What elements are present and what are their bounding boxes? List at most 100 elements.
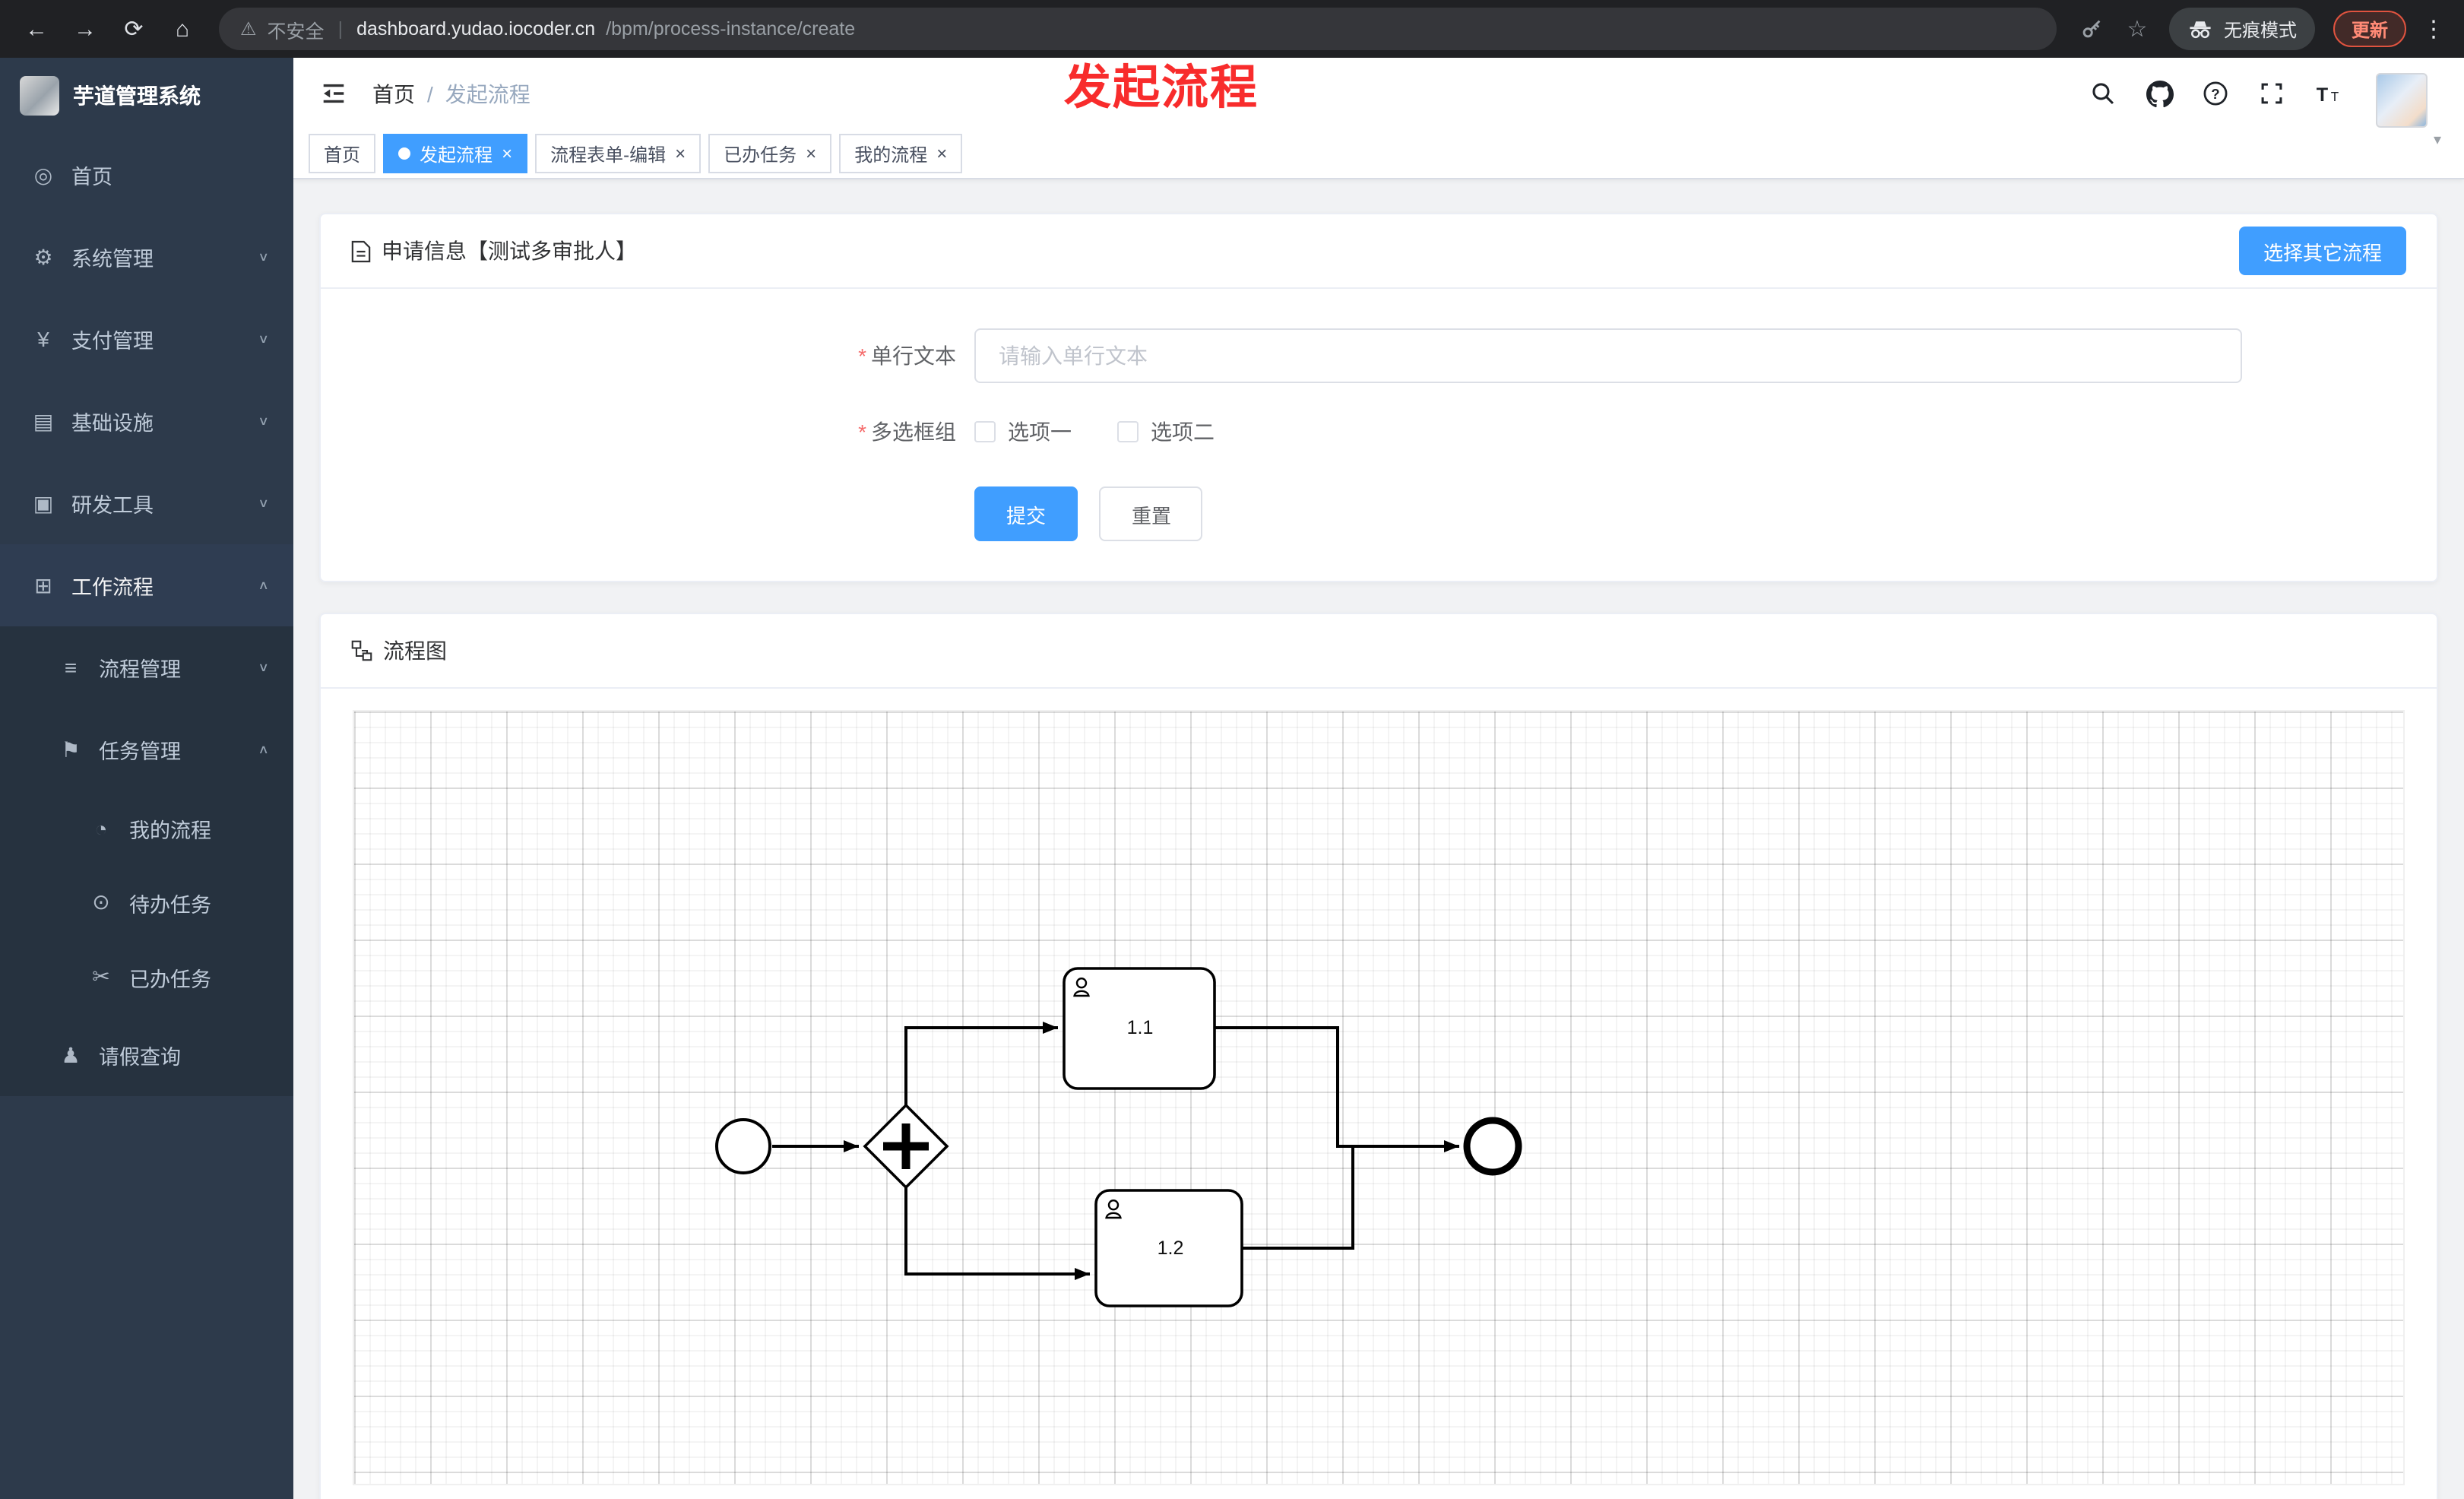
checkbox-icon[interactable]: [1117, 421, 1139, 442]
field-label-text: 多选框组: [871, 420, 956, 444]
tab-label: 我的流程: [854, 144, 928, 165]
single-line-text-row: *单行文本: [628, 328, 2242, 383]
browser-forward-icon[interactable]: →: [74, 16, 97, 42]
start-event-node[interactable]: [715, 1118, 771, 1174]
apply-card-title: 申请信息【测试多审批人】: [382, 239, 637, 263]
browser-back-icon[interactable]: ←: [25, 16, 48, 42]
gear-icon: ⚙: [33, 244, 53, 268]
tab-my-process[interactable]: 我的流程 ×: [839, 134, 963, 173]
sidebar-item-my-process[interactable]: ◔ 我的流程: [0, 791, 293, 865]
passwords-key-icon[interactable]: [2072, 9, 2111, 49]
sidebar-item-label: 工作流程: [71, 576, 154, 599]
chevron-up-icon: ∧: [258, 578, 269, 592]
breadcrumb-home-link[interactable]: 首页: [372, 81, 415, 106]
sidebar-item-system[interactable]: ⚙ 系统管理 ∨: [0, 216, 293, 298]
checkbox-group: 选项一 选项二: [974, 417, 1215, 447]
sidebar-item-label: 我的流程: [129, 819, 211, 841]
bookmark-star-icon[interactable]: ☆: [2127, 17, 2148, 43]
browser-menu-icon[interactable]: ⋮: [2422, 17, 2445, 43]
address-bar[interactable]: ⚠ 不安全 | dashboard.yudao.iocoder.cn/bpm/p…: [219, 8, 2057, 50]
sidebar-item-leave-query[interactable]: ♟ 请假查询: [0, 1014, 293, 1096]
checkbox-option-1[interactable]: 选项一: [974, 417, 1072, 447]
sidebar-item-payment[interactable]: ¥ 支付管理 ∨: [0, 298, 293, 380]
sidebar-item-home[interactable]: ◎ 首页: [0, 134, 293, 216]
checkbox-icon[interactable]: [974, 421, 996, 442]
browser-reload-icon[interactable]: ⟳: [124, 17, 144, 43]
chevron-down-icon: ∨: [258, 496, 269, 510]
search-icon[interactable]: [2089, 78, 2119, 109]
close-icon[interactable]: ×: [502, 143, 513, 164]
sidebar: 芋道管理系统 ◎ 首页 ⚙ 系统管理 ∨ ¥ 支付管理 ∨ ▤ 基础设施 ∨: [0, 58, 293, 1499]
app-logo[interactable]: 芋道管理系统: [0, 58, 293, 134]
user-task-1-1[interactable]: 1.1: [1063, 967, 1216, 1090]
bpmn-canvas[interactable]: 1.1 1.2: [353, 710, 2405, 1485]
task-mgmt-icon: ⚑: [61, 737, 81, 761]
required-mark: *: [858, 420, 866, 444]
url-path: /bpm/process-instance/create: [606, 18, 856, 40]
close-icon[interactable]: ×: [675, 143, 686, 164]
flow-chart-icon: [351, 640, 372, 661]
tab-label: 已办任务: [724, 144, 797, 165]
sidebar-item-todo-tasks[interactable]: ⊙ 待办任务: [0, 865, 293, 940]
user-avatar[interactable]: [2375, 72, 2428, 127]
process-mgmt-icon: ≡: [64, 655, 78, 680]
choose-other-process-button[interactable]: 选择其它流程: [2238, 227, 2406, 275]
infrastructure-icon: ▤: [33, 408, 54, 433]
dashboard-icon: ◎: [33, 162, 53, 186]
tab-label: 首页: [324, 144, 361, 165]
user-task-icon: [1073, 977, 1090, 997]
breadcrumb-current: 发起流程: [445, 81, 530, 106]
flow-card-title: 流程图: [383, 639, 447, 663]
chrome-update-button[interactable]: 更新: [2333, 11, 2406, 47]
sidebar-item-infrastructure[interactable]: ▤ 基础设施 ∨: [0, 380, 293, 462]
annotation-text: 发起流程: [1064, 61, 1259, 114]
help-icon[interactable]: ?: [2201, 78, 2231, 109]
form-actions-row: 提交 重置: [628, 486, 2242, 541]
security-label[interactable]: 不安全: [267, 21, 325, 42]
close-icon[interactable]: ×: [806, 143, 817, 164]
github-icon[interactable]: [2145, 78, 2175, 109]
sidebar-item-devtools[interactable]: ▣ 研发工具 ∨: [0, 462, 293, 544]
sidebar-item-label: 任务管理: [99, 740, 181, 763]
user-menu[interactable]: ▾: [2375, 60, 2441, 148]
workflow-submenu: ≡ 流程管理 ∨ ⚑ 任务管理 ∧ ◔ 我的流程 ⊙ 待办任务: [0, 626, 293, 1096]
task-label: 1.2: [1158, 1238, 1184, 1259]
sidebar-item-label: 已办任务: [129, 968, 211, 990]
required-mark: *: [858, 344, 866, 368]
svg-text:?: ?: [2212, 86, 2220, 102]
fullscreen-icon[interactable]: [2257, 78, 2288, 109]
sidebar-item-process-management[interactable]: ≡ 流程管理 ∨: [0, 626, 293, 708]
sidebar-item-label: 请假查询: [99, 1046, 181, 1069]
url-host: dashboard.yudao.iocoder.cn: [356, 18, 596, 40]
document-icon: [351, 239, 371, 262]
submit-button[interactable]: 提交: [974, 486, 1078, 541]
parallel-gateway-node[interactable]: [863, 1103, 949, 1190]
svg-text:T: T: [2317, 84, 2329, 105]
browser-home-icon[interactable]: ⌂: [175, 16, 190, 42]
checkbox-option-2[interactable]: 选项二: [1117, 417, 1215, 447]
end-event-node[interactable]: [1463, 1117, 1522, 1176]
field-label-text: 单行文本: [871, 344, 956, 368]
close-icon[interactable]: ×: [936, 143, 948, 164]
sidebar-menu: ◎ 首页 ⚙ 系统管理 ∨ ¥ 支付管理 ∨ ▤ 基础设施 ∨ ▣ 研发工具 ∨: [0, 134, 293, 1096]
bpmn-diagram: 1.1 1.2: [715, 967, 1522, 1307]
sidebar-item-done-tasks[interactable]: ✂ 已办任务: [0, 940, 293, 1014]
incognito-label: 无痕模式: [2223, 19, 2297, 40]
chevron-down-icon: ∨: [258, 332, 269, 346]
collapse-sidebar-icon[interactable]: [316, 77, 350, 110]
tab-done-tasks[interactable]: 已办任务 ×: [708, 134, 832, 173]
page-content: 申请信息【测试多审批人】 选择其它流程 *单行文本 *多选框组: [293, 179, 2464, 1499]
tab-home[interactable]: 首页: [309, 134, 376, 173]
sidebar-item-workflow[interactable]: ⊞ 工作流程 ∧: [0, 544, 293, 626]
single-line-text-input[interactable]: [974, 328, 2242, 383]
flow-card-header: 流程图: [321, 614, 2437, 689]
sidebar-item-label: 支付管理: [71, 330, 154, 353]
tab-start-process[interactable]: 发起流程 ×: [383, 134, 528, 173]
user-task-1-2[interactable]: 1.2: [1094, 1189, 1243, 1307]
reset-button[interactable]: 重置: [1099, 486, 1203, 541]
checkbox-group-row: *多选框组 选项一 选项二: [628, 417, 2242, 447]
tab-form-edit[interactable]: 流程表单-编辑 ×: [535, 134, 702, 173]
sidebar-item-task-management[interactable]: ⚑ 任务管理 ∧: [0, 708, 293, 791]
